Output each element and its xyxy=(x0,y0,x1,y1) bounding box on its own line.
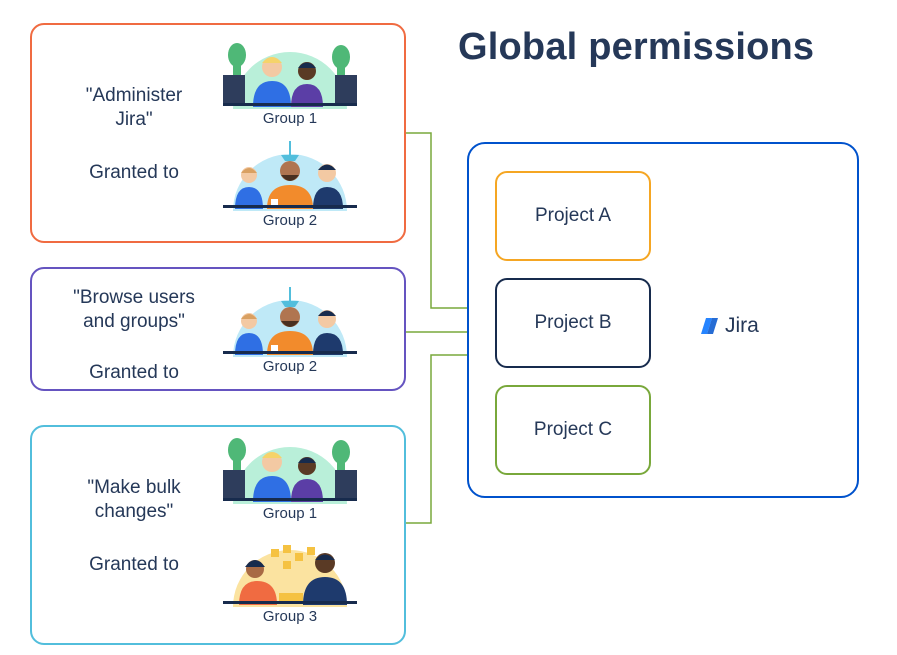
group-label: Group 1 xyxy=(262,505,318,522)
granted-to-label: Granted to xyxy=(89,162,179,183)
permission-administer-jira: "Administer Jira" Granted to Group 1 xyxy=(30,23,406,243)
page-title: Global permissions xyxy=(458,26,815,68)
group-1-card: Group 1 xyxy=(219,37,361,128)
permission-name: "Make bulk changes" xyxy=(87,477,181,522)
project-a: Project A xyxy=(495,171,651,261)
project-b: Project B xyxy=(495,278,651,368)
project-c: Project C xyxy=(495,385,651,475)
group-2-illustration xyxy=(223,141,357,211)
connector-bulk xyxy=(406,354,467,524)
granted-to-label: Granted to xyxy=(89,554,179,575)
group-3-illustration xyxy=(223,545,357,607)
group-label: Group 2 xyxy=(262,358,318,375)
permission-make-bulk-changes: "Make bulk changes" Granted to Group 1 xyxy=(30,425,406,645)
group-1-illustration xyxy=(223,43,357,109)
group-2-card: Group 2 xyxy=(219,139,361,230)
jira-logo: Jira xyxy=(699,314,759,338)
group-label: Group 3 xyxy=(262,608,318,625)
permission-browse-users: "Browse users and groups" Granted to Gro… xyxy=(30,267,406,391)
jira-instance: Project A Project B Project C Jira xyxy=(467,142,859,498)
group-3-card: Group 3 xyxy=(219,535,361,626)
group-1-card: Group 1 xyxy=(219,432,361,523)
group-label: Group 1 xyxy=(262,110,318,127)
group-label: Group 2 xyxy=(262,212,318,229)
group-2-card: Group 2 xyxy=(219,285,361,376)
connector-administer xyxy=(406,132,467,309)
group-1-illustration xyxy=(223,438,357,504)
jira-wordmark: Jira xyxy=(725,314,759,337)
permission-name: "Browse users and groups" xyxy=(73,287,195,332)
granted-to-label: Granted to xyxy=(89,362,179,383)
jira-icon xyxy=(701,318,718,334)
group-2-illustration xyxy=(223,287,357,357)
permission-name: "Administer Jira" xyxy=(85,85,183,130)
